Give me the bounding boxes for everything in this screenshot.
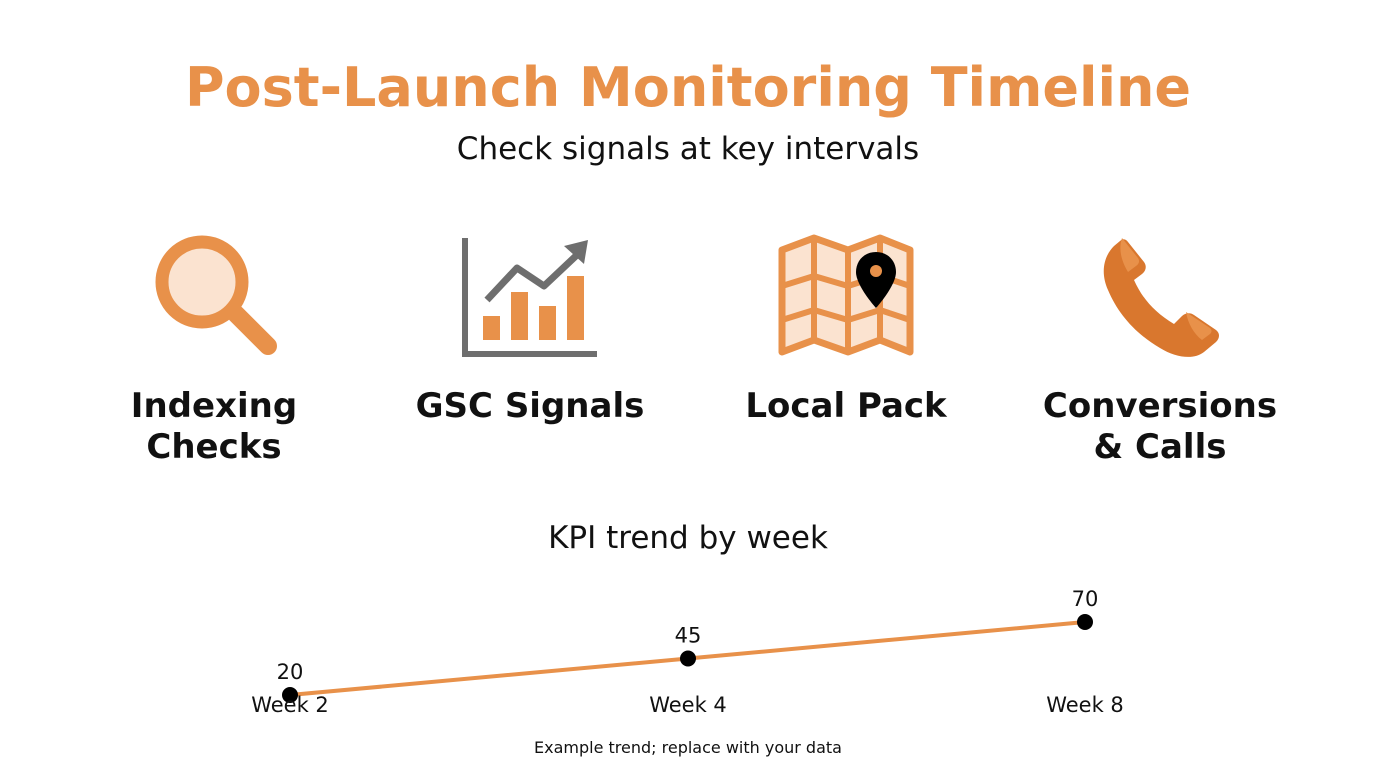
page-subtitle: Check signals at key intervals bbox=[456, 131, 920, 167]
feature-label: Conversions & Calls bbox=[1042, 386, 1278, 467]
phone-icon bbox=[1103, 238, 1219, 357]
map-pin-icon bbox=[778, 234, 914, 356]
feature-conversions-calls: Conversions & Calls bbox=[1010, 228, 1310, 468]
feature-local-pack: Local Pack bbox=[696, 228, 996, 427]
feature-gsc-signals: GSC Signals bbox=[380, 228, 680, 427]
magnifier-icon bbox=[155, 235, 277, 355]
x-tick-label: Week 8 bbox=[1046, 693, 1124, 717]
data-point bbox=[680, 650, 696, 667]
x-tick-label: Week 4 bbox=[649, 693, 727, 717]
data-label: 45 bbox=[675, 624, 702, 648]
data-point bbox=[1077, 614, 1093, 630]
feature-label: Local Pack bbox=[745, 386, 947, 426]
chart-title: KPI trend by week bbox=[548, 520, 828, 556]
feature-label: GSC Signals bbox=[415, 386, 645, 426]
x-tick-label: Week 2 bbox=[251, 693, 329, 717]
data-label: 70 bbox=[1072, 587, 1099, 611]
bar-chart-trend-icon bbox=[462, 238, 597, 357]
data-label: 20 bbox=[277, 660, 304, 684]
data-point bbox=[282, 687, 298, 703]
feature-indexing-checks: Indexing Checks bbox=[64, 228, 364, 468]
page-title: Post-Launch Monitoring Timeline bbox=[184, 56, 1192, 119]
feature-label: Indexing Checks bbox=[130, 386, 298, 467]
chart-footnote: Example trend; replace with your data bbox=[534, 738, 842, 757]
